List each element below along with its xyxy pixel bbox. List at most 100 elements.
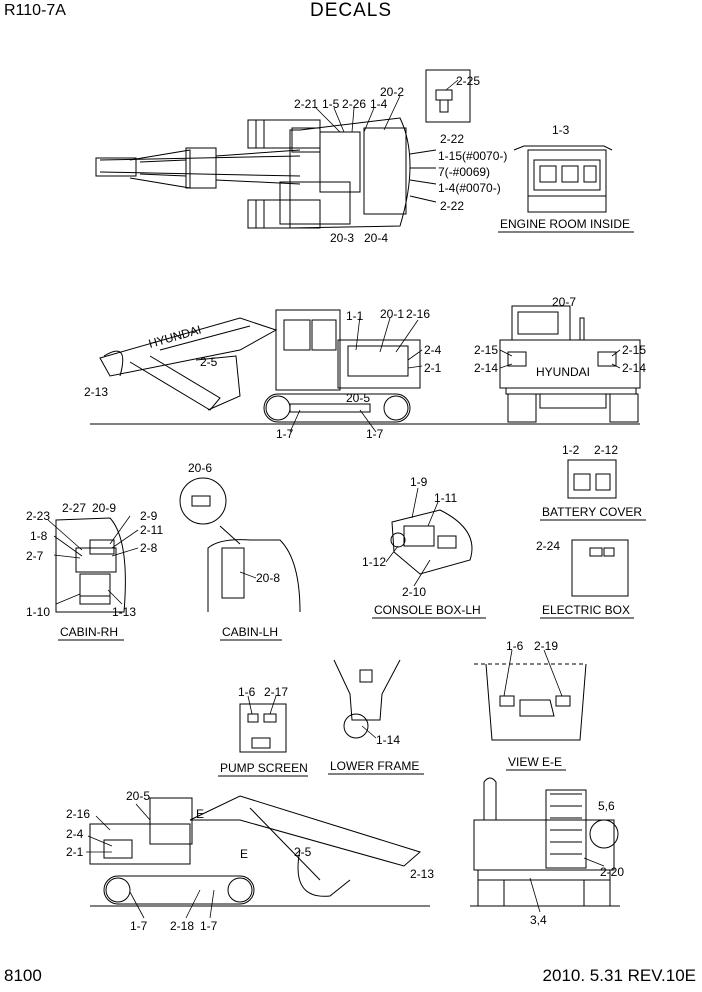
cabin-rh-view	[55, 517, 126, 613]
side-view-excavator-rh	[89, 795, 430, 907]
rear-view-excavator-rh	[470, 777, 620, 907]
page-title: DECALS	[309, 0, 393, 21]
callout: 1-15(#0070-)	[438, 149, 507, 163]
caption-console-box: CONSOLE BOX-LH	[374, 603, 481, 617]
callout: 1-7	[130, 919, 148, 933]
callout: 2-25	[456, 74, 480, 88]
callout: 2-8	[140, 541, 158, 555]
callout: 1-7	[200, 919, 218, 933]
callout: 2-4	[66, 827, 84, 841]
electric-box-view	[571, 539, 629, 597]
page-number: 8100	[4, 966, 42, 985]
caption-engine-room: ENGINE ROOM INSIDE	[500, 217, 630, 231]
callout: 20-3	[330, 231, 354, 245]
callout: 1-4(#0070-)	[438, 181, 501, 195]
callout: 1-8	[30, 529, 48, 543]
callout: 20-2	[380, 85, 404, 99]
callout: 2-27	[62, 501, 86, 515]
pump-screen-view	[239, 703, 287, 753]
console-box-view	[390, 509, 473, 575]
callout: 1-6	[506, 639, 524, 653]
callout: 2-21	[294, 97, 318, 111]
callout: 2-1	[424, 361, 442, 375]
caption-lower-frame: LOWER FRAME	[330, 759, 419, 773]
callout: 1-1	[346, 309, 364, 323]
callout: E	[196, 807, 204, 821]
callout: 2-23	[26, 509, 50, 523]
callout: 2-15	[622, 343, 646, 357]
cabin-lh-view	[179, 477, 301, 613]
caption-cabin-rh: CABIN-RH	[60, 625, 118, 639]
brand-logo-boom: HYUNDAI	[147, 323, 203, 351]
callout: 2-5	[294, 845, 312, 859]
model-code: R110-7A	[4, 2, 66, 19]
callout: 1-7	[276, 427, 294, 441]
callout: 2-11	[140, 523, 163, 537]
callout: 2-17	[264, 685, 288, 699]
leader-lines	[47, 79, 621, 919]
callout: 2-16	[406, 307, 430, 321]
side-view-excavator-lh	[90, 309, 421, 425]
callout: 2-13	[410, 867, 434, 881]
callout: 7(-#0069)	[438, 165, 490, 179]
callout: 2-10	[402, 585, 426, 599]
callout: 1-3	[552, 123, 570, 137]
callout: 20-7	[552, 295, 576, 309]
callout: 2-13	[84, 385, 108, 399]
revision-date: 2010. 5.31 REV.10E	[542, 966, 696, 985]
callout: E	[240, 847, 248, 861]
brand-logo-counterweight: HYUNDAI	[536, 365, 590, 379]
callout: 2-19	[534, 639, 558, 653]
callout: 2-26	[342, 97, 366, 111]
caption-cabin-lh: CABIN-LH	[222, 625, 278, 639]
callout-labels: 2-25 20-2 2-21 1-5 2-26 1-4 2-22 1-15(#0…	[26, 74, 646, 933]
callout: 1-7	[366, 427, 384, 441]
callout: 20-9	[92, 501, 116, 515]
callout: 2-1	[66, 845, 84, 859]
callout: 2-22	[440, 199, 464, 213]
callout: 3,4	[530, 913, 547, 927]
callout: 2-16	[66, 807, 90, 821]
callout: 2-4	[424, 343, 442, 357]
callout: 1-5	[322, 97, 340, 111]
callout: 20-1	[380, 307, 404, 321]
top-view-excavator	[95, 69, 471, 229]
callout: 2-22	[440, 132, 464, 146]
callout: 2-9	[140, 509, 158, 523]
callout: 2-24	[536, 539, 560, 553]
lower-frame-view	[333, 659, 401, 739]
caption-view-ee: VIEW E-E	[508, 755, 562, 769]
caption-battery-cover: BATTERY COVER	[542, 505, 642, 519]
engine-room-inside-view	[513, 145, 613, 213]
callout: 1-9	[410, 475, 428, 489]
callout: 1-4	[370, 97, 388, 111]
callout: 20-8	[256, 571, 280, 585]
view-captions: ENGINE ROOM INSIDE CABIN-RH CABIN-LH CON…	[58, 217, 646, 777]
callout: 1-12	[362, 555, 386, 569]
battery-cover-view	[567, 459, 617, 499]
callout: 2-14	[622, 361, 646, 375]
caption-electric-box: ELECTRIC BOX	[542, 603, 630, 617]
callout: 20-4	[364, 231, 388, 245]
callout: 20-6	[188, 461, 212, 475]
callout: 1-11	[434, 491, 457, 505]
callout: 1-13	[112, 605, 136, 619]
callout: 1-14	[376, 733, 400, 747]
callout: 2-12	[594, 443, 618, 457]
callout: 1-2	[562, 443, 580, 457]
callout: 20-5	[346, 391, 370, 405]
callout: 5,6	[598, 799, 615, 813]
callout: 2-15	[474, 343, 498, 357]
view-ee	[474, 663, 587, 741]
callout: 1-6	[238, 685, 256, 699]
callout: 2-18	[170, 919, 194, 933]
callout: 2-14	[474, 361, 498, 375]
callout: 20-5	[126, 789, 150, 803]
callout: 2-5	[200, 355, 218, 369]
caption-pump-screen: PUMP SCREEN	[220, 761, 308, 775]
callout: 1-10	[26, 605, 50, 619]
rear-view-excavator	[420, 305, 641, 425]
callout: 2-7	[26, 549, 44, 563]
callout: 2-20	[600, 865, 624, 879]
